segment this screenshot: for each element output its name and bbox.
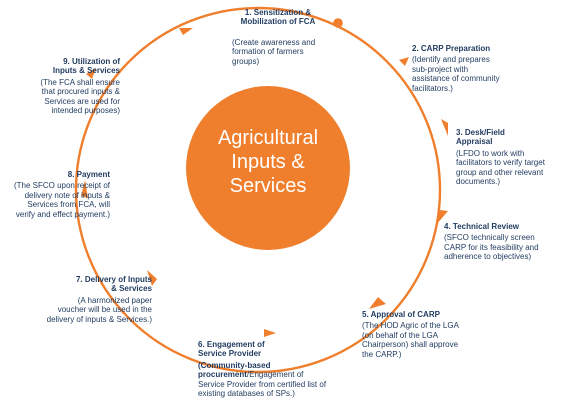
center-line-1: Agricultural: [217, 127, 319, 149]
step-7-title: 7. Delivery of Inputs & Services: [75, 275, 152, 294]
step-3-desc: (LFDO to work with facilitators to verif…: [456, 148, 545, 187]
step-6-desc-bold: (Community-based procurement: [198, 360, 271, 380]
step-9-utilization: 9. Utilization of Inputs & Services (The…: [14, 57, 120, 115]
step-6-desc: /Engagement of Service Provider from cer…: [198, 370, 327, 399]
arrow-to-step-2: [399, 57, 409, 66]
step-2-carp-preparation: 2. CARP Preparation (Identify and prepar…: [412, 44, 522, 93]
step-9-desc: (The FCA shall ensure that procured inpu…: [40, 77, 120, 116]
arrow-to-step-3: [441, 119, 448, 136]
step-8-desc: (The SFCO upon receipt of delivery note …: [13, 181, 110, 219]
step-5-approval: 5. Approval of CARP (The HOD Agric of th…: [362, 310, 472, 359]
center-line-2: Inputs &: [231, 151, 305, 173]
center-line-3: Services: [229, 175, 307, 197]
arrow-to-step-6: [264, 329, 276, 337]
step-4-technical-review: 4. Technical Review (SFCO technically sc…: [444, 222, 560, 262]
step-6-title: 6. Engagement of Service Provider: [198, 340, 265, 359]
arrow-to-step-8: [81, 180, 88, 198]
step-4-title: 4. Technical Review: [444, 222, 519, 231]
arrow-to-step-1: [179, 28, 193, 35]
step-2-desc: (Identify and prepares sub-project with …: [412, 55, 500, 93]
step-8-payment: 8. Payment (The SFCO upon receipt of del…: [2, 170, 110, 219]
step-5-title: 5. Approval of CARP: [362, 310, 440, 319]
step-7-desc: (A harmonized paper voucher will be used…: [46, 295, 152, 324]
cycle-ring: [74, 6, 442, 374]
step-7-delivery: 7. Delivery of Inputs & Services (A harm…: [36, 275, 152, 324]
step-3-title: 3. Desk/Field Appraisal: [456, 128, 505, 147]
arrow-to-step-7: [147, 270, 157, 286]
step-2-title: 2. CARP Preparation: [412, 44, 491, 53]
step-8-title: 8. Payment: [67, 170, 110, 179]
step-6-engagement: 6. Engagement of Service Provider (Commu…: [198, 340, 346, 398]
step-5-desc: (The HOD Agric of the LGA (on behalf of …: [362, 321, 459, 359]
step-9-title: 9. Utilization of Inputs & Services: [52, 57, 120, 76]
center-label: Agricultural Inputs & Services: [190, 126, 346, 198]
arrow-to-step-9: [86, 68, 96, 79]
arrow-to-step-5: [369, 297, 386, 309]
step-1-description: (Create awareness and formation of farme…: [232, 38, 332, 66]
step-6-description: (Community-based procurement/Engagement …: [198, 361, 346, 399]
step-3-appraisal: 3. Desk/Field Appraisal (LFDO to work wi…: [456, 128, 560, 186]
arrow-to-step-4: [436, 210, 448, 225]
step-1-sensitization: 1. Sensitization & Mobilization of FCA: [218, 8, 338, 27]
center-disc: [186, 86, 350, 250]
step-4-desc: (SFCO technically screen CARP for its fe…: [444, 233, 539, 262]
step-1-desc: (Create awareness and formation of farme…: [232, 38, 316, 66]
cycle-start-dot: [333, 18, 343, 28]
step-1-title: 1. Sensitization & Mobilization of FCA: [240, 8, 316, 27]
